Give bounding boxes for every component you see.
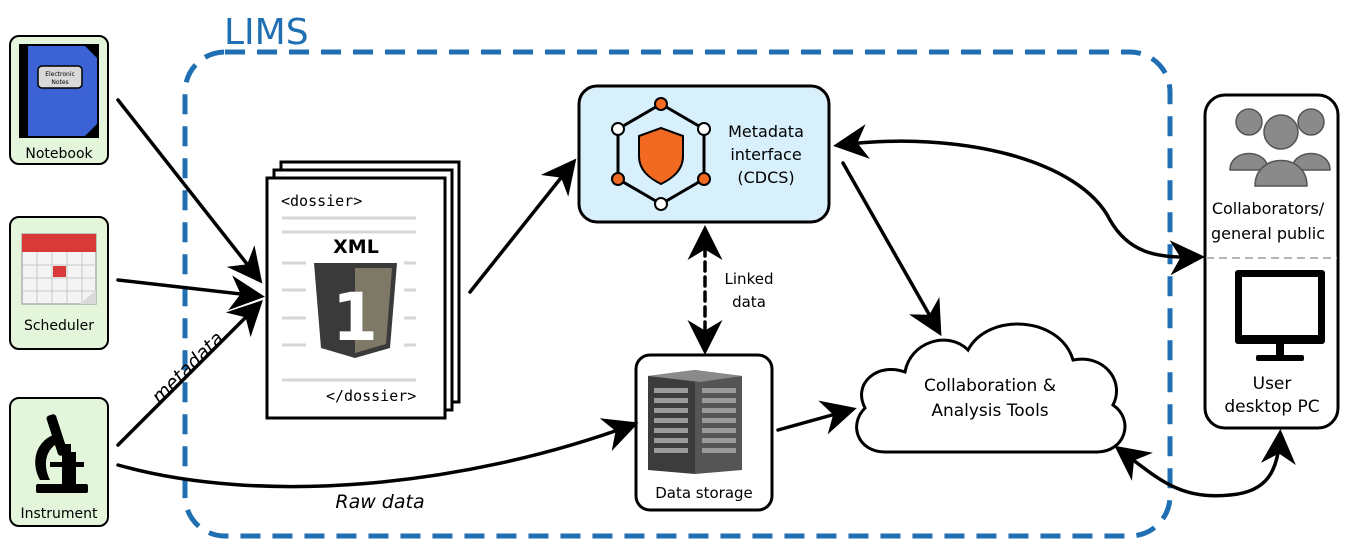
notebook-cover-text-1: Electronic [45, 71, 75, 78]
calendar-icon [21, 233, 97, 305]
notebook-label: Notebook [25, 146, 93, 162]
arrow-instrument-to-storage [116, 418, 639, 489]
people-group-icon [1229, 108, 1331, 187]
lims-title: LIMS [224, 12, 309, 53]
xml-shield-icon: 1 [314, 263, 397, 358]
dossier-close-tag: </dossier> [326, 387, 416, 405]
data-storage-label: Data storage [655, 484, 753, 502]
arrow-notebook-to-xml [116, 98, 263, 284]
notebook-icon: Electronic Notes [19, 44, 99, 138]
notebook-source[interactable]: Electronic Notes Notebook [9, 35, 109, 165]
metadata-label-line2: interface [730, 145, 801, 164]
linked-data-label-line2: data [732, 293, 766, 311]
arrow-cloud-user-pc [1114, 429, 1296, 498]
linked-data-label-line1: Linked [725, 270, 774, 288]
arrow-xml-to-metadata [468, 158, 577, 294]
instrument-source[interactable]: Instrument [9, 397, 109, 527]
collaboration-cloud[interactable]: Collaboration & Analysis Tools [855, 322, 1127, 454]
dossier-open-tag: <dossier> [281, 192, 362, 210]
scheduler-label: Scheduler [24, 318, 94, 334]
microscope-icon [35, 414, 88, 493]
arrow-storage-to-cloud [776, 400, 857, 435]
raw-data-edge-label: Raw data [335, 491, 424, 513]
network-shield-icon [611, 97, 711, 211]
cloud-label-line1: Collaboration & [924, 376, 1056, 396]
arrow-metadata-collaborators [833, 124, 1205, 276]
user-pc-line1: User [1253, 374, 1292, 394]
xml-badge-number: 1 [332, 279, 378, 356]
metadata-edge-label: metadata [147, 327, 228, 408]
arrow-instrument-to-xml [116, 300, 263, 447]
arrow-scheduler-to-xml [116, 275, 265, 311]
scheduler-source[interactable]: Scheduler [9, 216, 109, 350]
notebook-cover-text-2: Notes [51, 79, 68, 86]
data-storage-box[interactable]: Data storage [634, 353, 774, 512]
arrow-metadata-to-cloud [841, 161, 942, 337]
lims-boundary [182, 49, 1173, 539]
collaborators-line1: Collaborators/ [1212, 199, 1325, 218]
instrument-label: Instrument [20, 506, 98, 522]
external-users-panel[interactable]: Collaborators/ general public User deskt… [1203, 93, 1340, 430]
desktop-monitor-icon [1235, 270, 1325, 361]
server-rack-icon [648, 370, 742, 474]
user-pc-line2: desktop PC [1224, 397, 1319, 417]
metadata-label-line3: (CDCS) [737, 168, 794, 187]
cloud-label-line2: Analysis Tools [931, 401, 1048, 421]
xml-dossier[interactable]: <dossier> </dossier> XML 1 [265, 160, 461, 420]
metadata-label-line1: Metadata [728, 122, 804, 141]
metadata-interface-box[interactable]: Metadata interface (CDCS) [577, 84, 831, 224]
collaborators-line2: general public [1211, 224, 1325, 243]
xml-badge-title: XML [333, 236, 379, 258]
